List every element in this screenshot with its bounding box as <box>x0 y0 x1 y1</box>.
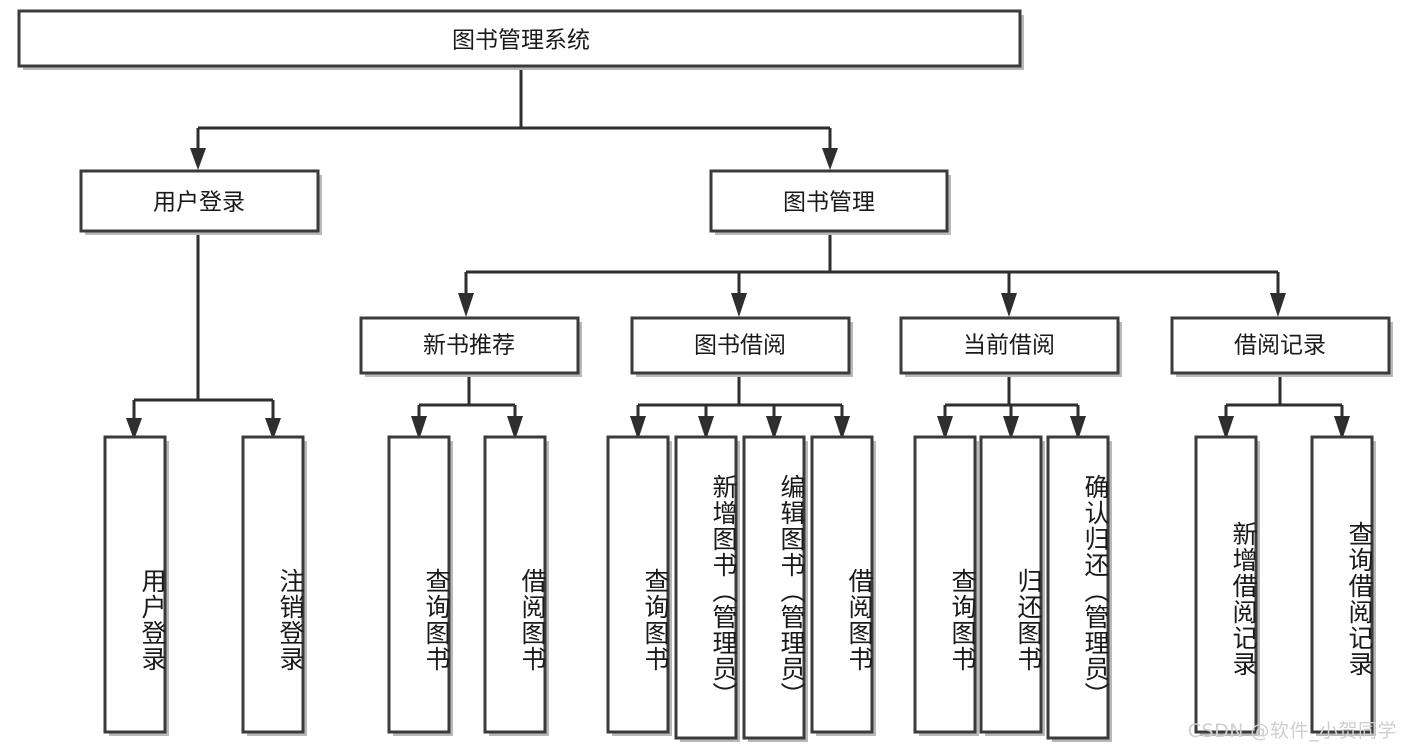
arrowhead-borrow-leaf3 <box>766 416 782 440</box>
leaf-node-current-confirm[interactable] <box>1046 435 1112 742</box>
node-user-login-box <box>79 169 320 233</box>
node-root[interactable]: 图书管理系统 <box>17 9 1024 70</box>
arrowhead-userlogin-leaf2 <box>265 418 281 440</box>
leaf-box <box>483 435 547 734</box>
leaf-box <box>810 435 874 734</box>
arrowhead-newbook-leaf2 <box>507 416 523 440</box>
arrowhead-borrow-leaf1 <box>630 416 646 440</box>
node-borrow-record-label: 借阅记录 <box>1234 333 1326 359</box>
arrowhead-current-leaf3 <box>1070 416 1086 440</box>
arrowhead-current-leaf1 <box>937 416 953 440</box>
node-book-management-label: 图书管理 <box>783 190 875 216</box>
node-book-borrow[interactable]: 图书借阅 <box>630 316 853 377</box>
leaf-box <box>1194 435 1258 734</box>
leaf-box <box>103 435 167 734</box>
leaf-box <box>387 435 451 734</box>
leaf-node-user-login-logout[interactable] <box>241 435 307 736</box>
leaf-box <box>606 435 670 734</box>
arrowhead-userlogin-leaf1 <box>126 418 142 440</box>
node-new-book-recommend[interactable]: 新书推荐 <box>359 316 582 377</box>
node-borrow-record[interactable]: 借阅记录 <box>1170 316 1393 377</box>
leaf-node-record-query[interactable] <box>1310 435 1376 736</box>
arrowhead-bookmgmt-to-current <box>1001 293 1017 317</box>
node-current-borrow[interactable]: 当前借阅 <box>899 316 1122 377</box>
arrowhead-borrow-leaf4 <box>834 416 850 440</box>
node-new-book-recommend-label: 新书推荐 <box>423 333 515 359</box>
node-book-borrow-label: 图书借阅 <box>694 333 786 359</box>
leaf-box <box>913 435 977 734</box>
arrowhead-bookmgmt-to-newbook <box>458 293 474 317</box>
leaf-node-borrow-add[interactable] <box>674 435 740 742</box>
arrowhead-root-to-userlogin <box>190 148 206 170</box>
arrowhead-current-leaf2 <box>1003 416 1019 440</box>
arrowhead-record-leaf2 <box>1334 416 1350 440</box>
csdn-watermark: CSDN @软件_小贺同学 <box>1187 720 1397 742</box>
leaf-box <box>241 435 305 734</box>
node-book-borrow-box <box>630 316 851 375</box>
leaf-box <box>674 435 738 740</box>
arrowhead-root-to-bookmgmt <box>822 148 838 170</box>
node-root-box <box>17 9 1022 68</box>
node-borrow-record-box <box>1170 316 1391 375</box>
node-current-borrow-box <box>899 316 1120 375</box>
node-user-login-label: 用户登录 <box>153 190 245 216</box>
node-user-login[interactable]: 用户登录 <box>79 169 322 235</box>
leaf-node-record-add[interactable] <box>1194 435 1260 736</box>
leaf-box <box>1310 435 1374 734</box>
leaf-node-current-query[interactable] <box>913 435 979 736</box>
node-current-borrow-label: 当前借阅 <box>963 333 1055 359</box>
leaf-box <box>1046 435 1110 740</box>
leaf-node-newbook-borrow[interactable] <box>483 435 549 736</box>
arrowhead-bookmgmt-to-borrow <box>731 293 747 317</box>
leaf-node-user-login-login[interactable] <box>103 435 169 736</box>
arrowhead-borrow-leaf2 <box>698 416 714 440</box>
leaf-box <box>742 435 806 740</box>
leaf-box <box>979 435 1043 734</box>
leaf-node-current-return[interactable] <box>979 435 1045 736</box>
arrowhead-record-leaf1 <box>1218 416 1234 440</box>
leaf-node-borrow-edit[interactable] <box>742 435 808 742</box>
leaf-node-borrow-query[interactable] <box>606 435 672 736</box>
leaf-node-borrow-borrow[interactable] <box>810 435 876 736</box>
edges-group <box>126 68 1350 440</box>
node-root-label: 图书管理系统 <box>452 28 590 54</box>
arrowhead-newbook-leaf1 <box>411 416 427 440</box>
node-book-management-box <box>709 169 949 233</box>
arrowhead-bookmgmt-to-record <box>1270 293 1286 317</box>
node-new-book-recommend-box <box>359 316 580 375</box>
node-book-management[interactable]: 图书管理 <box>709 169 951 235</box>
leaf-node-newbook-query[interactable] <box>387 435 453 736</box>
